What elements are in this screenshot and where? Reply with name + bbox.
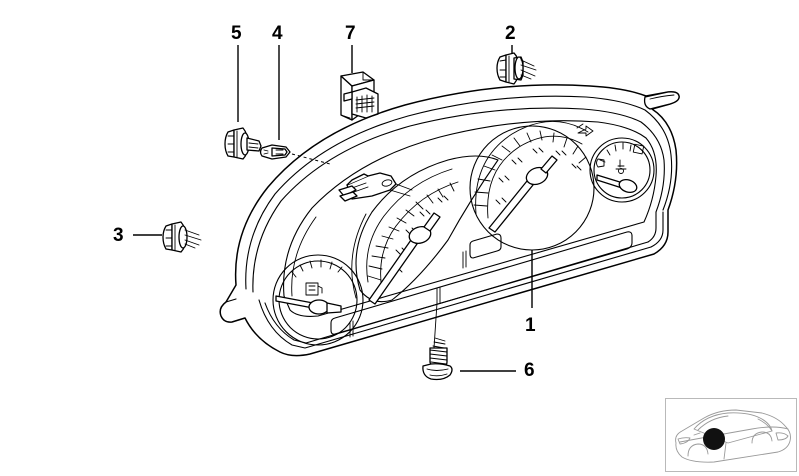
- callout-label-6: 6: [524, 360, 535, 381]
- callout-leader-lines: [133, 45, 533, 372]
- fuel-pump-icon: [305, 282, 323, 296]
- callout-label-5: 5: [231, 23, 242, 44]
- leader-6-to-cluster: [433, 302, 438, 349]
- odometer-display: [469, 233, 502, 259]
- cluster-release-lever: [338, 172, 413, 202]
- fuel-gauge: [272, 254, 364, 346]
- callout-label-1: 1: [525, 315, 536, 336]
- callout-label-3: 3: [113, 225, 124, 246]
- part-instrument-cluster: [219, 84, 680, 357]
- vehicle-location-thumbnail: .vl { fill:none; stroke:#9a9a9a; stroke-…: [665, 398, 797, 472]
- part-bulb-holder: [224, 127, 262, 160]
- part-bulb-socket-large: [496, 52, 537, 85]
- callout-label-7: 7: [345, 23, 356, 44]
- part-wedge-base-bulb: [259, 144, 331, 165]
- turn-signal-indicator: [576, 123, 594, 137]
- callout-label-2: 2: [505, 23, 516, 44]
- tachometer: [355, 155, 499, 305]
- callout-label-4: 4: [272, 23, 283, 44]
- part-bulb-socket-small: [162, 221, 202, 253]
- thermometer-icon: [615, 159, 627, 174]
- vehicle-thumbnail-art: .vl { fill:none; stroke:#9a9a9a; stroke-…: [675, 409, 791, 463]
- lcd-strip-display: [330, 231, 633, 335]
- coolant-temp-gauge: [589, 137, 655, 203]
- part-connector-housing: [340, 71, 379, 121]
- speedometer: [469, 121, 595, 251]
- location-marker-dot: [703, 428, 725, 450]
- part-self-tapping-screw: [422, 337, 453, 381]
